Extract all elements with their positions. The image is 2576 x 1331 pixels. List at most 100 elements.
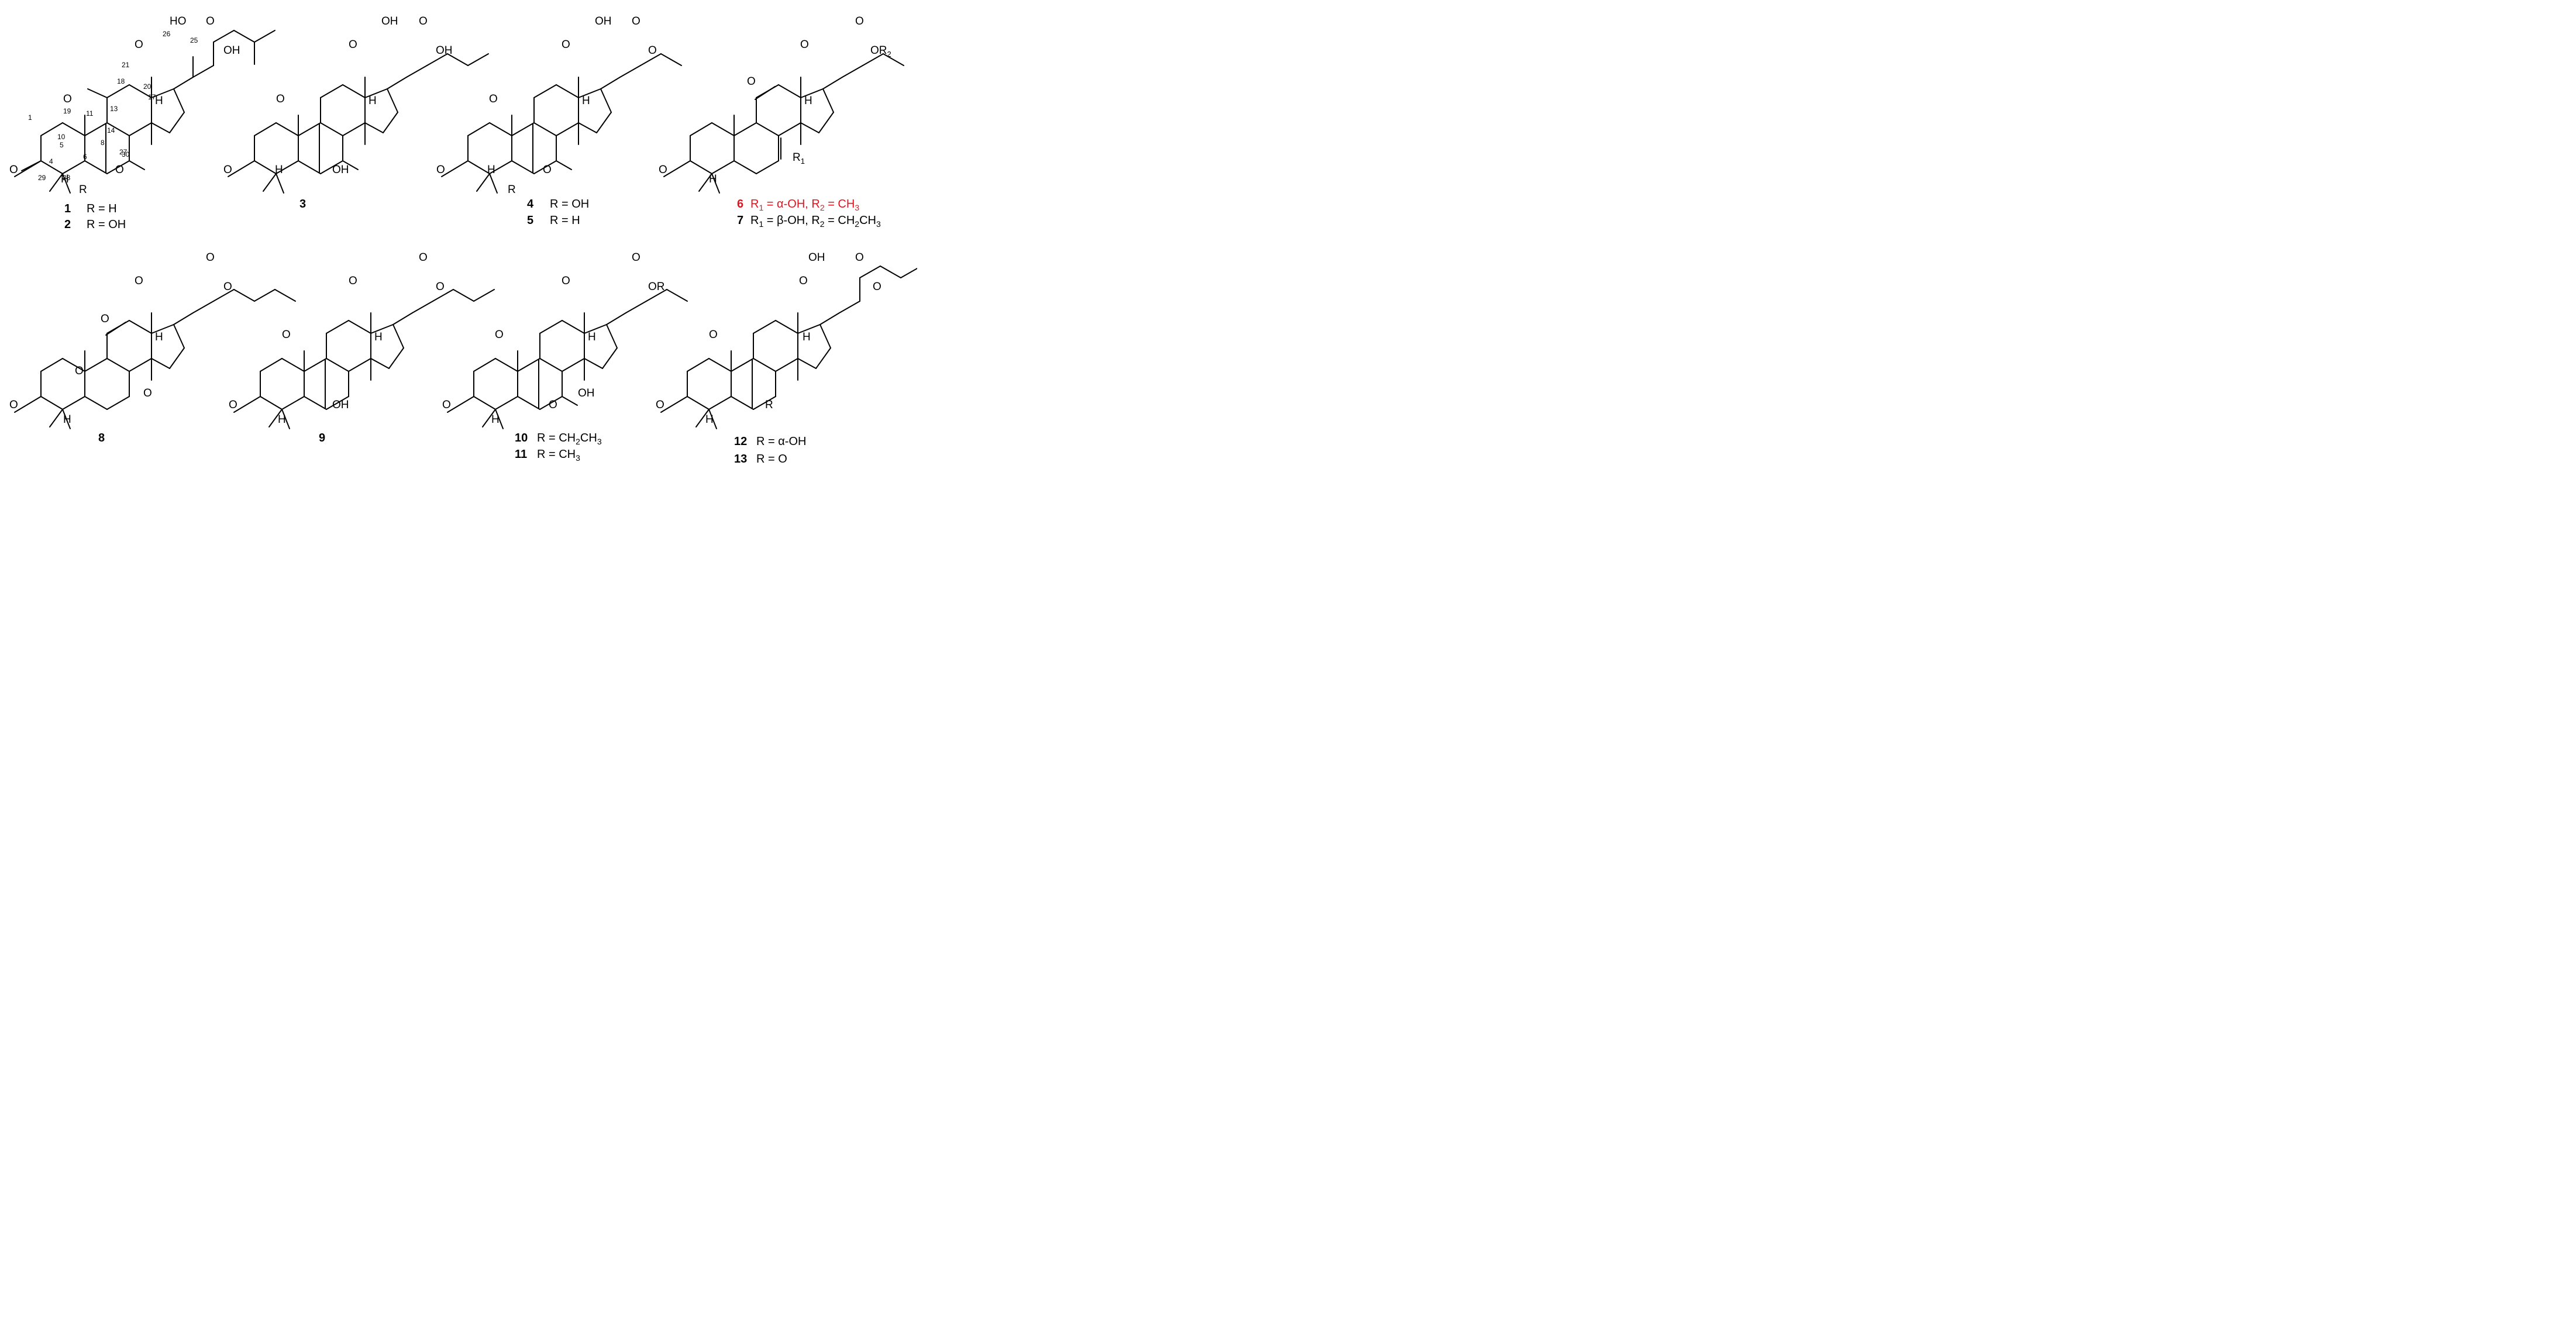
atom-H-8b: H bbox=[155, 331, 163, 343]
atom-H-1: H bbox=[61, 173, 69, 185]
atom-O-4b: O bbox=[543, 164, 552, 176]
atom-O-4f: O bbox=[648, 44, 657, 57]
structure-1-2 bbox=[14, 30, 275, 194]
atom-O-12d: O bbox=[855, 251, 864, 264]
atom-OH-3b: OH bbox=[381, 15, 398, 27]
atom-O-9: O bbox=[229, 399, 237, 411]
atom-O-12c: O bbox=[799, 275, 808, 287]
svg-text:13: 13 bbox=[734, 453, 747, 465]
svg-text:R = α-OH: R = α-OH bbox=[756, 435, 806, 448]
atom-H-12b: H bbox=[803, 331, 811, 343]
atom-O-8f: O bbox=[206, 251, 215, 264]
atom-H-6: H bbox=[709, 173, 717, 185]
atom-R-4: R bbox=[508, 184, 516, 196]
structure-8 bbox=[14, 289, 296, 429]
svg-text:R = CH3: R = CH3 bbox=[537, 448, 580, 463]
svg-text:28: 28 bbox=[63, 174, 71, 182]
svg-text:21: 21 bbox=[122, 61, 130, 69]
atom-O-1d: O bbox=[135, 39, 143, 51]
svg-text:R = O: R = O bbox=[756, 453, 787, 465]
svg-text:7: 7 bbox=[737, 214, 743, 227]
svg-text:1: 1 bbox=[28, 113, 32, 122]
atom-OH-9: OH bbox=[332, 399, 349, 411]
atom-H-4: H bbox=[487, 164, 495, 176]
structure-3 bbox=[228, 53, 489, 194]
svg-text:11: 11 bbox=[515, 448, 527, 461]
atom-H-9b: H bbox=[374, 331, 383, 343]
atom-O-6d: O bbox=[855, 15, 864, 27]
atom-H-1b: H bbox=[155, 95, 163, 107]
atom-O-10c: O bbox=[495, 329, 504, 341]
atom-O-1: O bbox=[9, 164, 18, 176]
svg-text:6: 6 bbox=[83, 153, 87, 161]
atom-O-8e: O bbox=[135, 275, 143, 287]
svg-text:10: 10 bbox=[515, 432, 528, 444]
atom-R-1: R bbox=[79, 184, 87, 196]
svg-text:27: 27 bbox=[119, 148, 128, 156]
structure-9 bbox=[233, 289, 495, 429]
atom-O-4d: O bbox=[562, 39, 570, 51]
caption-7: 7 R1 = β-OH, R2 = CH2CH3 bbox=[737, 214, 881, 229]
atom-O-1e: O bbox=[206, 15, 215, 27]
svg-text:R = OH: R = OH bbox=[550, 198, 589, 211]
structure-12-13 bbox=[660, 265, 917, 429]
atom-OH-12: OH bbox=[808, 251, 825, 264]
svg-text:18: 18 bbox=[117, 77, 125, 85]
atom-O-6b: O bbox=[747, 75, 756, 88]
atom-O-10e: O bbox=[632, 251, 640, 264]
svg-text:29: 29 bbox=[38, 174, 46, 182]
structure-4-5 bbox=[441, 53, 682, 194]
atom-OR2-6: OR2 bbox=[870, 44, 891, 58]
svg-text:13: 13 bbox=[110, 105, 118, 113]
atom-O-9b: O bbox=[282, 329, 291, 341]
svg-text:1: 1 bbox=[64, 202, 71, 215]
atom-H-9: H bbox=[278, 413, 286, 426]
atom-O-12b: O bbox=[709, 329, 718, 341]
atom-O-4c: O bbox=[489, 93, 498, 105]
atom-O-6c: O bbox=[800, 39, 809, 51]
atom-H-3: H bbox=[275, 164, 283, 176]
caption-10-11: 10 R = CH2CH3 11 R = CH3 bbox=[515, 432, 602, 463]
atom-O-1c: O bbox=[63, 93, 72, 105]
svg-text:4: 4 bbox=[527, 198, 534, 211]
svg-text:8: 8 bbox=[101, 139, 105, 147]
caption-8: 8 bbox=[98, 432, 105, 444]
caption-4-5: 4 R = OH 5 R = H bbox=[527, 198, 589, 227]
atom-O-4: O bbox=[436, 164, 445, 176]
atom-O-8c: O bbox=[101, 313, 109, 325]
atom-O-12: O bbox=[656, 399, 664, 411]
atom-O-1b: O bbox=[115, 164, 124, 176]
carbon-numbering: 1 4 5 6 8 10 11 13 14 17 18 19 20 21 25 … bbox=[28, 30, 198, 182]
svg-text:6: 6 bbox=[737, 198, 743, 211]
svg-text:R = OH: R = OH bbox=[87, 218, 126, 231]
atom-O-3c: O bbox=[349, 39, 357, 51]
caption-6: 6 R1 = α-OH, R2 = CH3 bbox=[737, 198, 859, 212]
caption-1-2: 1 R = H 2 R = OH bbox=[64, 202, 126, 231]
svg-text:5: 5 bbox=[527, 214, 533, 227]
svg-text:14: 14 bbox=[107, 126, 115, 135]
atom-OH-1: HO bbox=[170, 15, 187, 27]
svg-text:12: 12 bbox=[734, 435, 747, 448]
svg-text:19: 19 bbox=[63, 107, 71, 115]
atom-O-8: O bbox=[9, 399, 18, 411]
svg-text:R1 = β-OH, R2 = CH2CH3: R1 = β-OH, R2 = CH2CH3 bbox=[750, 214, 881, 229]
structure-10-11 bbox=[447, 289, 688, 429]
svg-text:2: 2 bbox=[64, 218, 71, 231]
atom-H-8: H bbox=[63, 413, 71, 426]
svg-text:R = H: R = H bbox=[87, 202, 117, 215]
atom-O-3b: O bbox=[276, 93, 285, 105]
atom-O-9d: O bbox=[419, 251, 428, 264]
svg-text:20: 20 bbox=[143, 82, 151, 91]
svg-text:26: 26 bbox=[163, 30, 171, 38]
atom-O-10d: O bbox=[562, 275, 570, 287]
compound-structures-figure: O H R O O O HO O OH H 1 4 5 6 8 10 11 13… bbox=[9, 15, 917, 465]
atom-H-6b: H bbox=[804, 95, 812, 107]
caption-12-13: 12 R = α-OH 13 R = O bbox=[734, 435, 806, 465]
atom-R1-6: R1 bbox=[793, 151, 805, 165]
structure-6-7 bbox=[663, 53, 904, 194]
atom-O-9c: O bbox=[349, 275, 357, 287]
atom-H-10b: H bbox=[588, 331, 596, 343]
atom-O-9e: O bbox=[436, 281, 445, 293]
atom-O-12e: O bbox=[873, 281, 881, 293]
svg-text:11: 11 bbox=[86, 109, 94, 118]
